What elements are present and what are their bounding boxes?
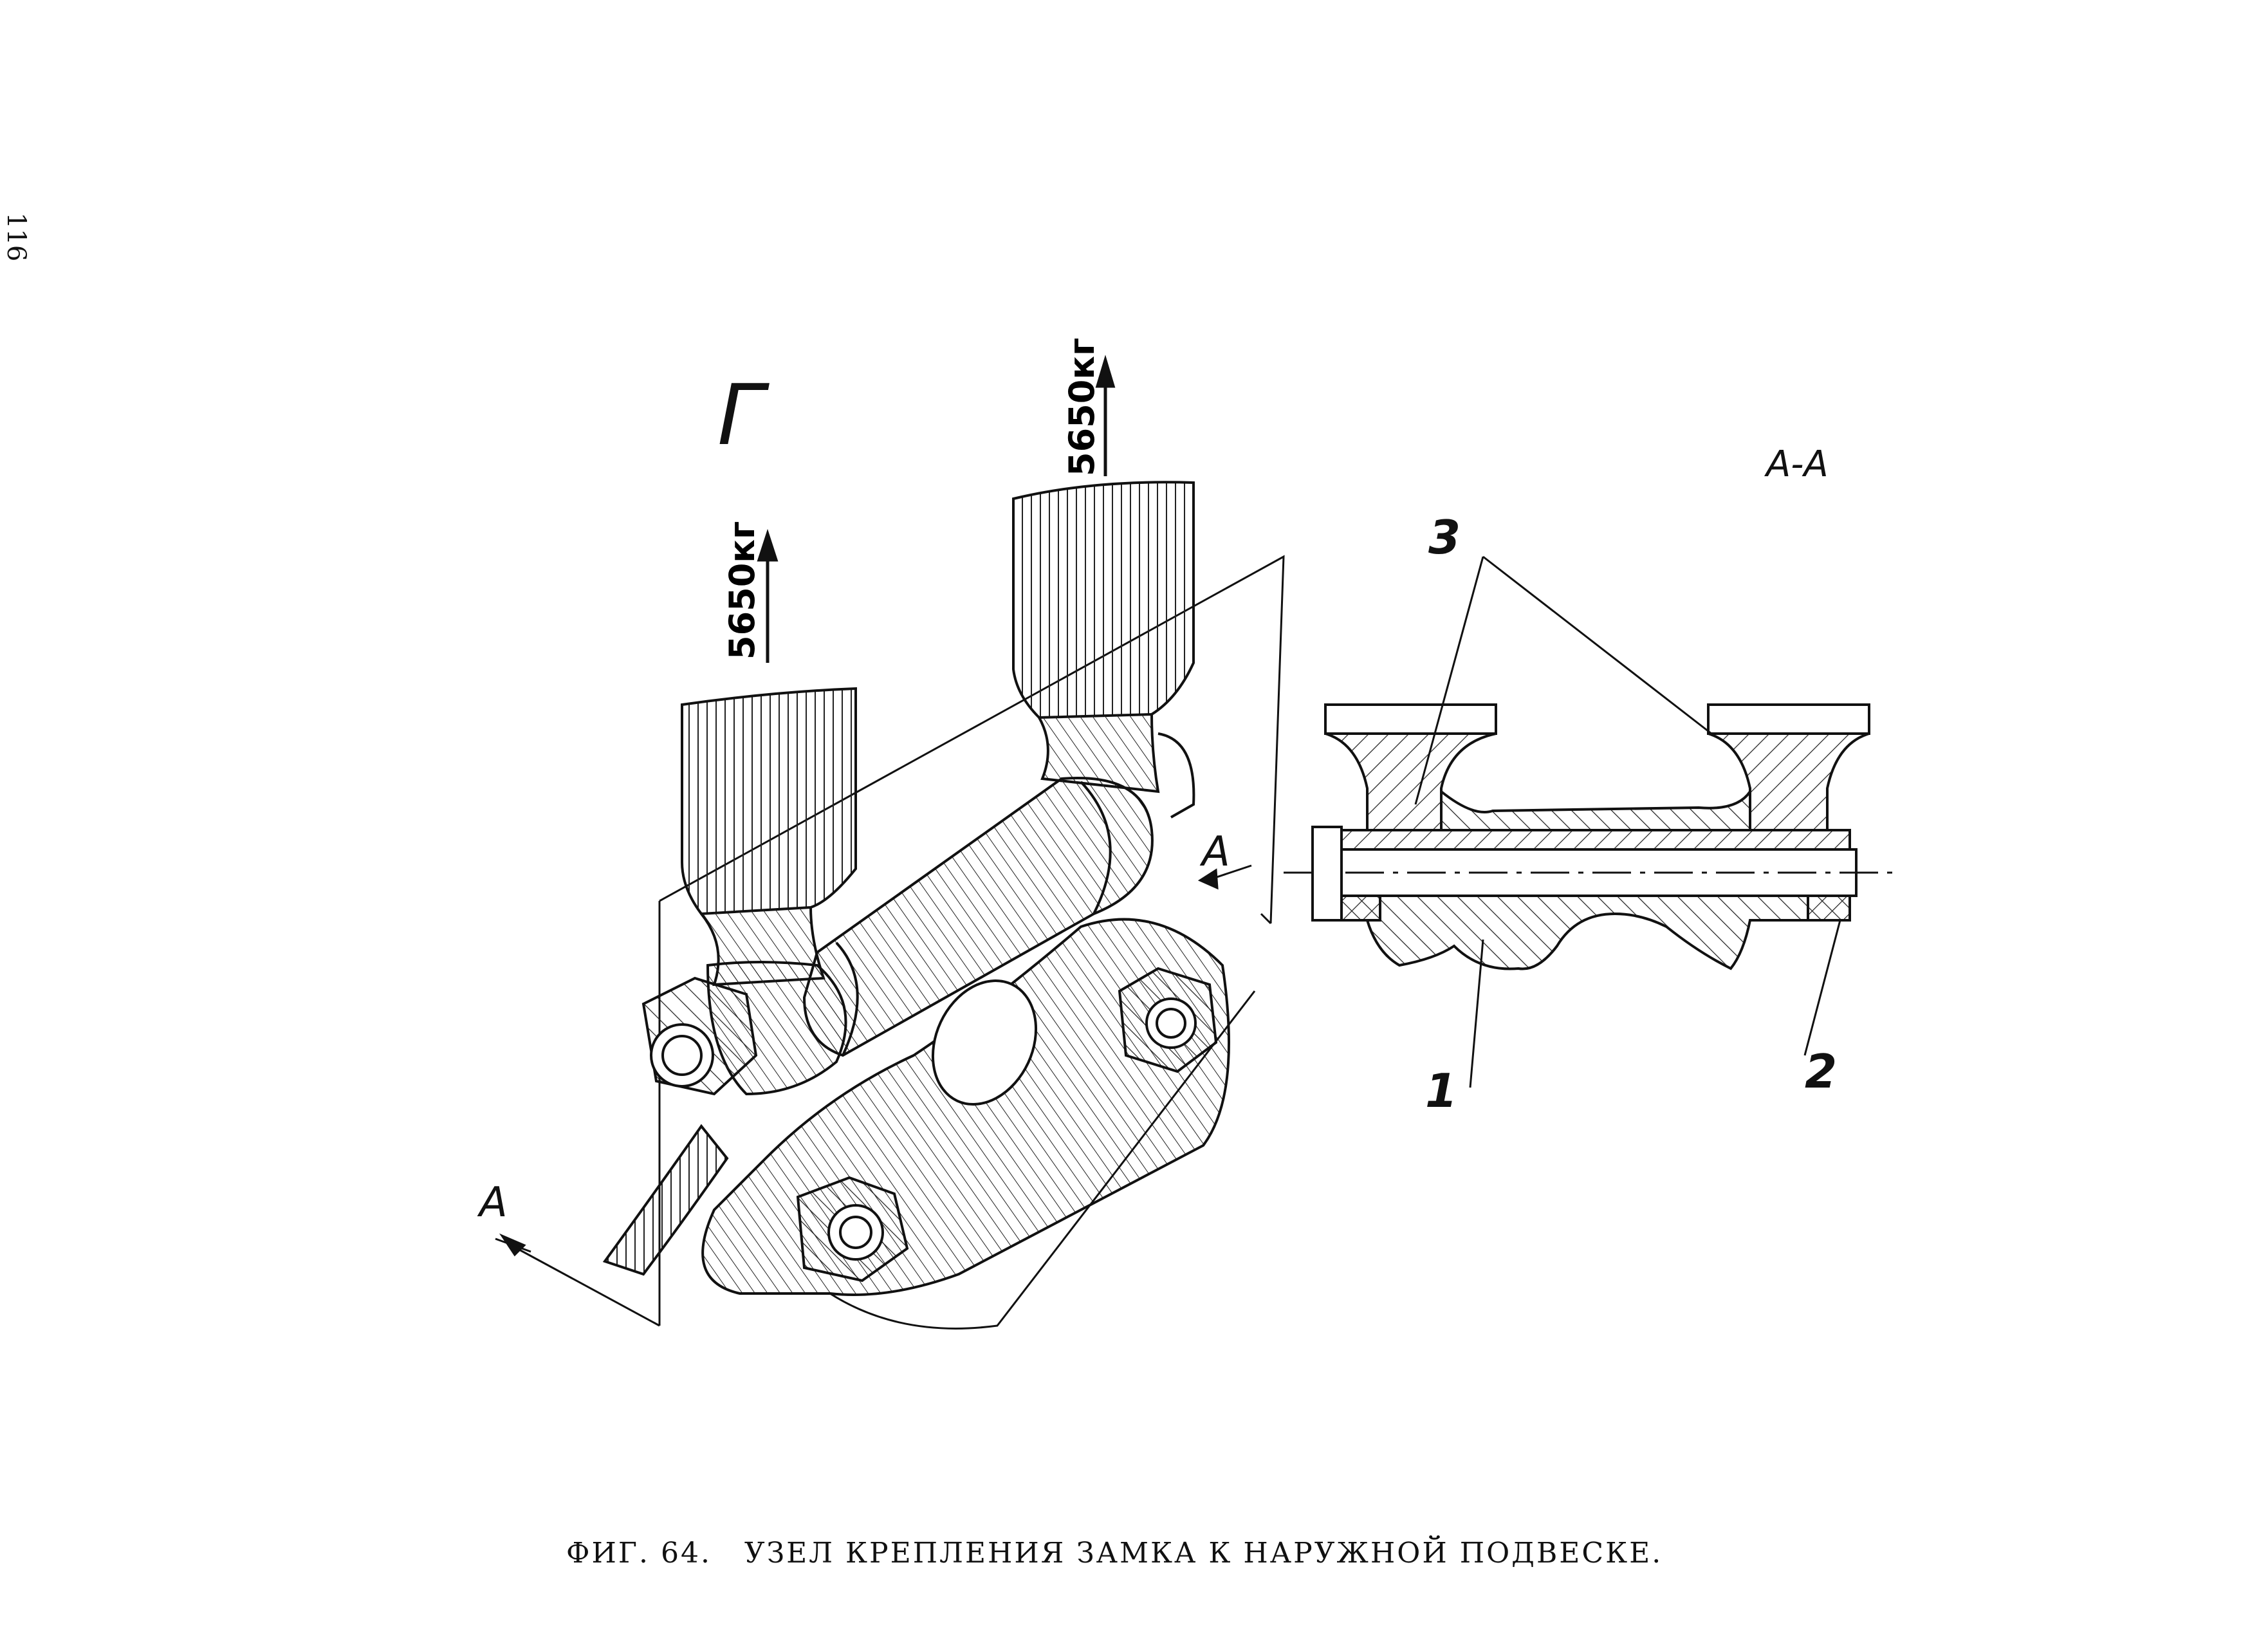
load-label-left: 5650кг	[722, 521, 762, 660]
leader-2	[1803, 920, 1841, 1056]
left-nut-assembly	[641, 961, 847, 1096]
callout-1: 1	[1425, 1064, 1457, 1118]
section-mark-bottom: А	[477, 1179, 508, 1227]
right-nut	[1118, 967, 1218, 1073]
callout-3: 3	[1428, 510, 1461, 564]
view-label-g: Г	[717, 366, 770, 464]
perspective-view	[495, 355, 1285, 1330]
section-view	[1284, 555, 1895, 1088]
section-arrow-bottom	[495, 1233, 531, 1257]
section-view-label: А-А	[1764, 443, 1829, 485]
bushing	[1340, 829, 1851, 851]
figure-caption: ФИГ. 64. УЗЕЛ КРЕПЛЕНИЯ ЗАМКА К НАРУЖНОЙ…	[566, 1537, 1663, 1570]
right-rod	[1012, 481, 1195, 819]
load-label-right: 5650кг	[1062, 338, 1102, 476]
leader-3	[1414, 555, 1712, 805]
callout-2: 2	[1805, 1044, 1837, 1099]
load-arrow-right	[1095, 355, 1116, 476]
bottom-nut	[796, 1176, 909, 1283]
leader-1	[1469, 939, 1484, 1088]
section-mark-top: А	[1199, 828, 1230, 876]
load-arrow-left	[757, 528, 779, 663]
section-plane	[658, 555, 1285, 1326]
left-rod	[681, 687, 857, 987]
lower-body	[1340, 895, 1851, 970]
section-arrow-top	[1197, 864, 1252, 890]
section-line-bottom	[504, 1241, 660, 1327]
